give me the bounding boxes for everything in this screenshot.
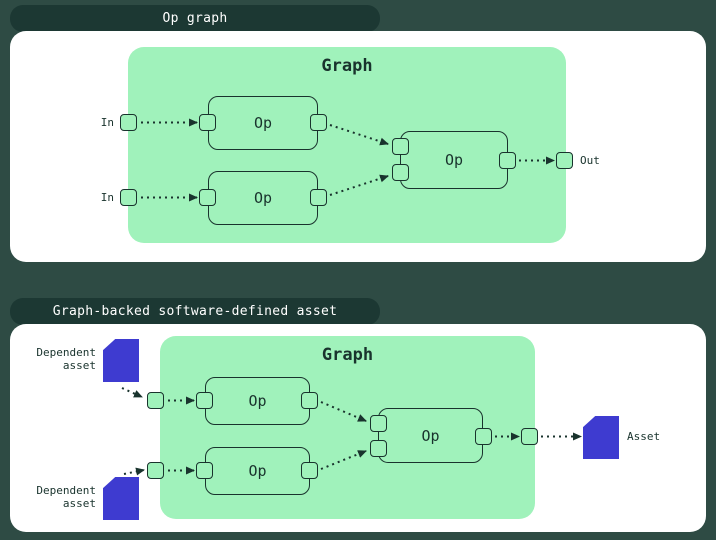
panel-op-graph: Graph Op Op Op In In Out bbox=[10, 31, 706, 262]
op-output-port bbox=[499, 152, 516, 169]
op-node: Op bbox=[378, 408, 483, 463]
input-port bbox=[120, 114, 137, 131]
graph-title: Graph bbox=[321, 56, 373, 76]
input-label: In bbox=[100, 116, 114, 129]
graph-title: Graph bbox=[321, 345, 374, 365]
output-label: Out bbox=[580, 154, 600, 167]
dependent-asset-icon bbox=[103, 339, 139, 382]
asset-label: Asset bbox=[627, 430, 661, 443]
dependent-asset-icon bbox=[103, 477, 139, 520]
dotted-arrow bbox=[121, 387, 143, 398]
panel-graph-backed-asset: Graph Dependent asset Dependent asset Op… bbox=[10, 324, 706, 532]
op-output-port bbox=[301, 462, 318, 479]
input-port bbox=[147, 462, 164, 479]
op-input-port bbox=[196, 392, 213, 409]
input-port bbox=[147, 392, 164, 409]
op-node: Op bbox=[208, 96, 318, 150]
op-input-port bbox=[370, 415, 387, 432]
op-output-port bbox=[301, 392, 318, 409]
op-output-port bbox=[310, 189, 327, 206]
input-label: In bbox=[100, 191, 114, 204]
dependent-asset-label: Dependent asset bbox=[36, 484, 96, 510]
output-port bbox=[521, 428, 538, 445]
op-input-port bbox=[370, 440, 387, 457]
section-tab-graph-backed-asset: Graph-backed software-defined asset bbox=[10, 298, 380, 325]
graph-container: Graph bbox=[128, 47, 566, 243]
dependent-asset-label: Dependent asset bbox=[36, 346, 96, 372]
op-node: Op bbox=[205, 377, 310, 425]
op-input-port bbox=[392, 138, 409, 155]
input-port bbox=[120, 189, 137, 206]
output-port bbox=[556, 152, 573, 169]
section-tab-op-graph: Op graph bbox=[10, 5, 380, 32]
op-node: Op bbox=[205, 447, 310, 495]
asset-icon bbox=[583, 416, 619, 459]
op-input-port bbox=[392, 164, 409, 181]
op-node: Op bbox=[400, 131, 508, 189]
op-node: Op bbox=[208, 171, 318, 225]
op-input-port bbox=[199, 114, 216, 131]
dotted-arrow bbox=[123, 467, 145, 476]
op-input-port bbox=[199, 189, 216, 206]
op-input-port bbox=[196, 462, 213, 479]
op-output-port bbox=[475, 428, 492, 445]
op-output-port bbox=[310, 114, 327, 131]
graph-container: Graph bbox=[160, 336, 535, 519]
